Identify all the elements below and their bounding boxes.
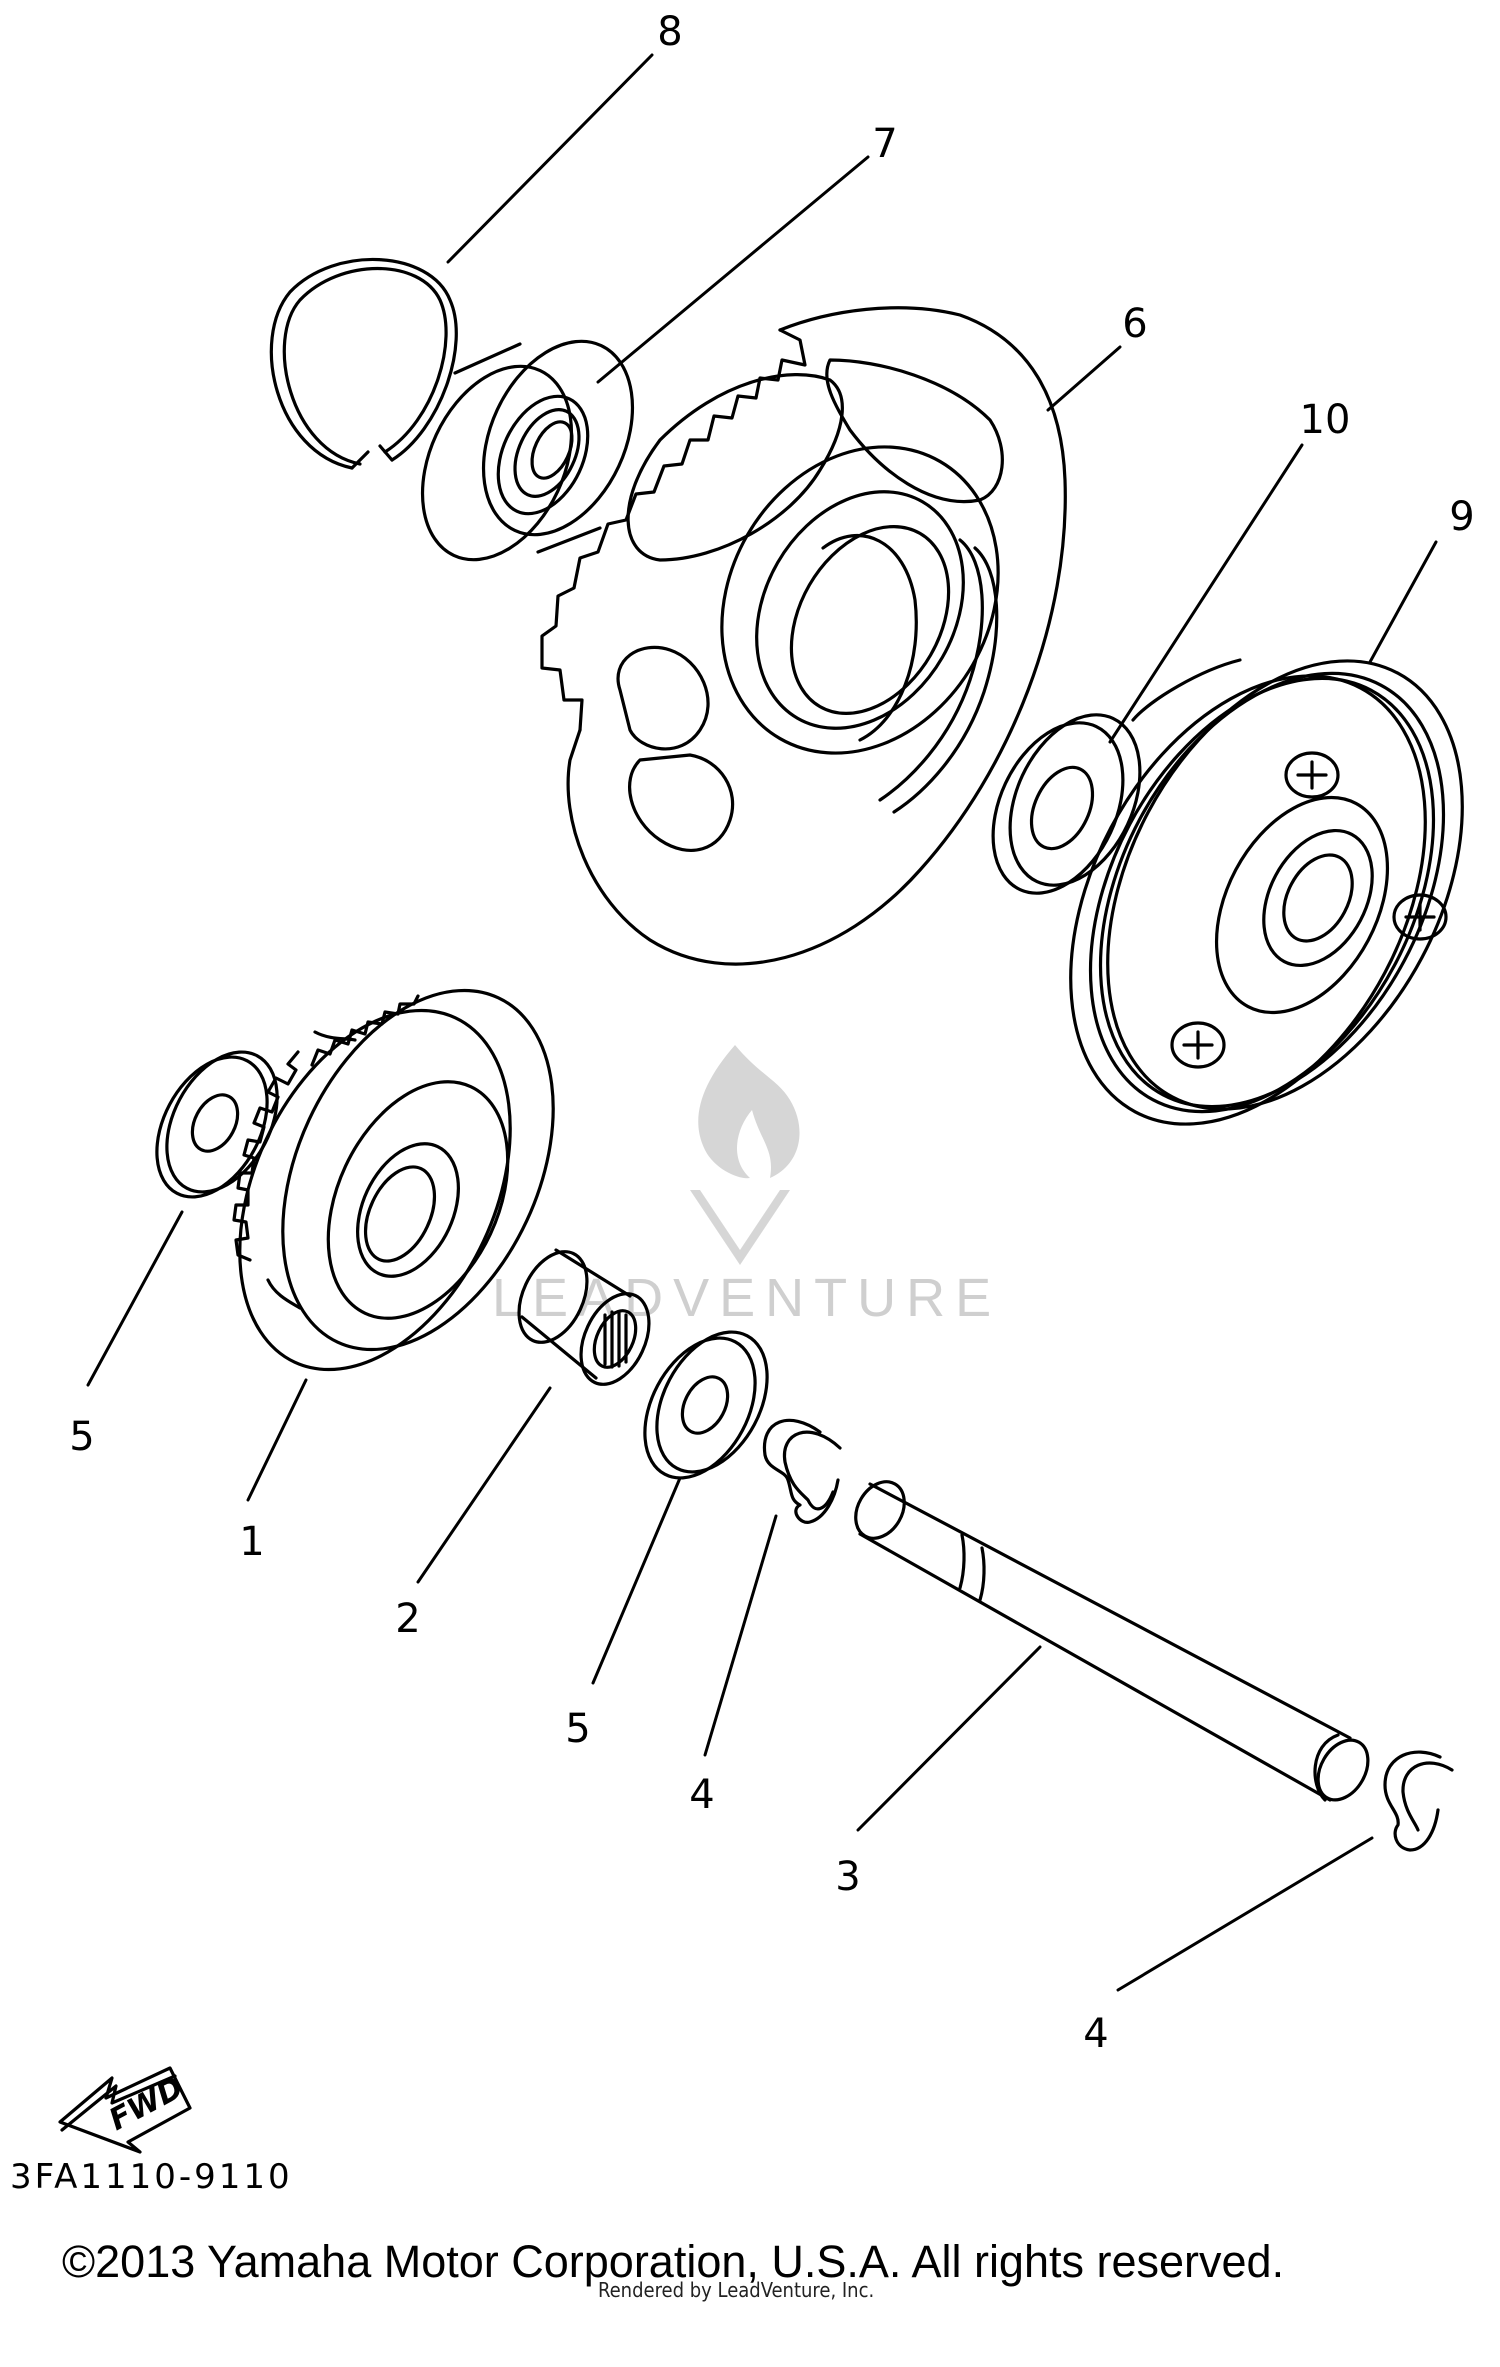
screw-head-icon [1284,751,1340,799]
callout-10: 10 [1300,397,1351,443]
leader-line [1368,540,1438,664]
callout-6: 6 [1122,301,1147,347]
part-2-collar [517,1248,651,1386]
leader-line [1108,443,1304,744]
leadventure-flame-logo [690,1045,800,1265]
callout-7: 7 [872,121,897,167]
part-8-circlip [269,257,458,470]
callout-5: 5 [69,1414,94,1460]
leader-line [596,155,870,384]
callout-4: 4 [689,1772,714,1818]
copyright-notice: ©2013 Yamaha Motor Corporation, U.S.A. A… [62,2236,1284,2287]
callout-8: 8 [657,9,682,55]
callout-5: 5 [565,1706,590,1752]
part-7-bearing [420,339,635,562]
leader-line [703,1514,778,1757]
leader-line [86,1210,184,1387]
part-1-idler-gear [232,988,555,1372]
fwd-arrow-icon: FWD [58,2066,192,2154]
callout-4: 4 [1083,2011,1108,2057]
callout-9: 9 [1449,494,1474,540]
leader-line [1116,1836,1374,1992]
part-9-starter-clutch [1069,658,1464,1126]
part-4-circlip-lower [1383,1750,1454,1852]
rendered-by-note: Rendered by LeadVenture, Inc. [598,2278,874,2302]
callout-3: 3 [835,1854,860,1900]
part-6-starter-wheel-gear [540,306,1067,966]
drawing-code: 3FA1110-9110 [10,2157,293,2197]
leadventure-watermark: LEADVENTURE [492,1045,1001,1328]
screw-head-icon [1170,1021,1226,1069]
leader-line [446,53,654,264]
callout-2: 2 [395,1596,420,1642]
leader-line [1046,345,1122,412]
callouts: 8 7 6 10 9 5 1 2 5 4 3 4 [69,9,1474,2057]
leader-line [591,1476,682,1685]
watermark-text: LEADVENTURE [492,1268,1001,1328]
part-3-shaft [854,1480,1370,1802]
leader-line [416,1386,552,1584]
leader-lines [86,53,1438,1992]
leader-line [246,1378,308,1502]
part-5-washer-middle [643,1330,769,1480]
part-4-circlip-upper [762,1418,842,1524]
leader-line [856,1645,1042,1832]
callout-1: 1 [239,1519,264,1565]
part-10-washer [991,713,1142,895]
screw-head-icon [1392,893,1448,941]
